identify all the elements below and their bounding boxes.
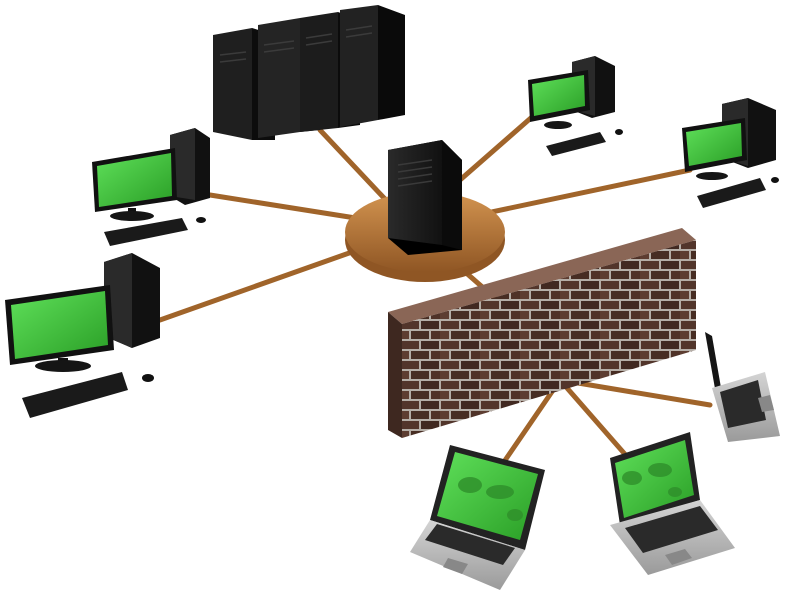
desktop-4-keyboard — [697, 178, 766, 208]
laptop-1 — [410, 445, 545, 590]
cable-firewall-laptop-2 — [557, 377, 633, 463]
desktop-3-mouse — [615, 129, 623, 135]
desktop-1-keyboard — [104, 218, 188, 246]
laptop-2-screen — [615, 440, 694, 518]
firewall — [388, 228, 696, 438]
desktop-1 — [92, 128, 210, 246]
desktop-3 — [528, 56, 623, 156]
server-unit-4 — [340, 5, 405, 127]
laptop-2-touchpad — [665, 549, 692, 565]
firewall-face — [402, 240, 696, 438]
laptop-3-keyboard — [720, 380, 766, 428]
desktop-3-monitor — [528, 70, 590, 129]
desktop-4 — [682, 98, 779, 208]
laptop-2-keyboard — [625, 506, 718, 553]
central-server — [388, 140, 462, 255]
desktop-1-mouse — [196, 217, 206, 223]
desktop-4-mouse — [771, 177, 779, 183]
desktop-2-keyboard — [22, 372, 128, 418]
laptop-1-world-map — [458, 477, 523, 521]
laptop-2-world-map — [622, 463, 682, 497]
desktop-2 — [5, 253, 160, 418]
laptop-3-touchpad — [758, 395, 774, 412]
desktop-4-monitor — [682, 118, 747, 180]
firewall-top — [388, 228, 696, 324]
firewall-end — [388, 312, 402, 438]
desktop-2-mouse — [142, 374, 154, 382]
laptop-3 — [705, 332, 780, 442]
desktop-2-monitor — [5, 285, 114, 372]
laptop-1-keyboard — [425, 524, 515, 565]
central-hub — [345, 140, 505, 282]
laptop-1-touchpad — [443, 558, 468, 574]
desktop-1-monitor — [92, 148, 177, 221]
cable-firewall-laptop-3 — [557, 377, 713, 408]
server-rack — [213, 5, 405, 140]
desktop-3-keyboard — [546, 132, 606, 156]
cable-firewall-laptop-1 — [492, 377, 563, 478]
laptop-2 — [610, 432, 735, 575]
